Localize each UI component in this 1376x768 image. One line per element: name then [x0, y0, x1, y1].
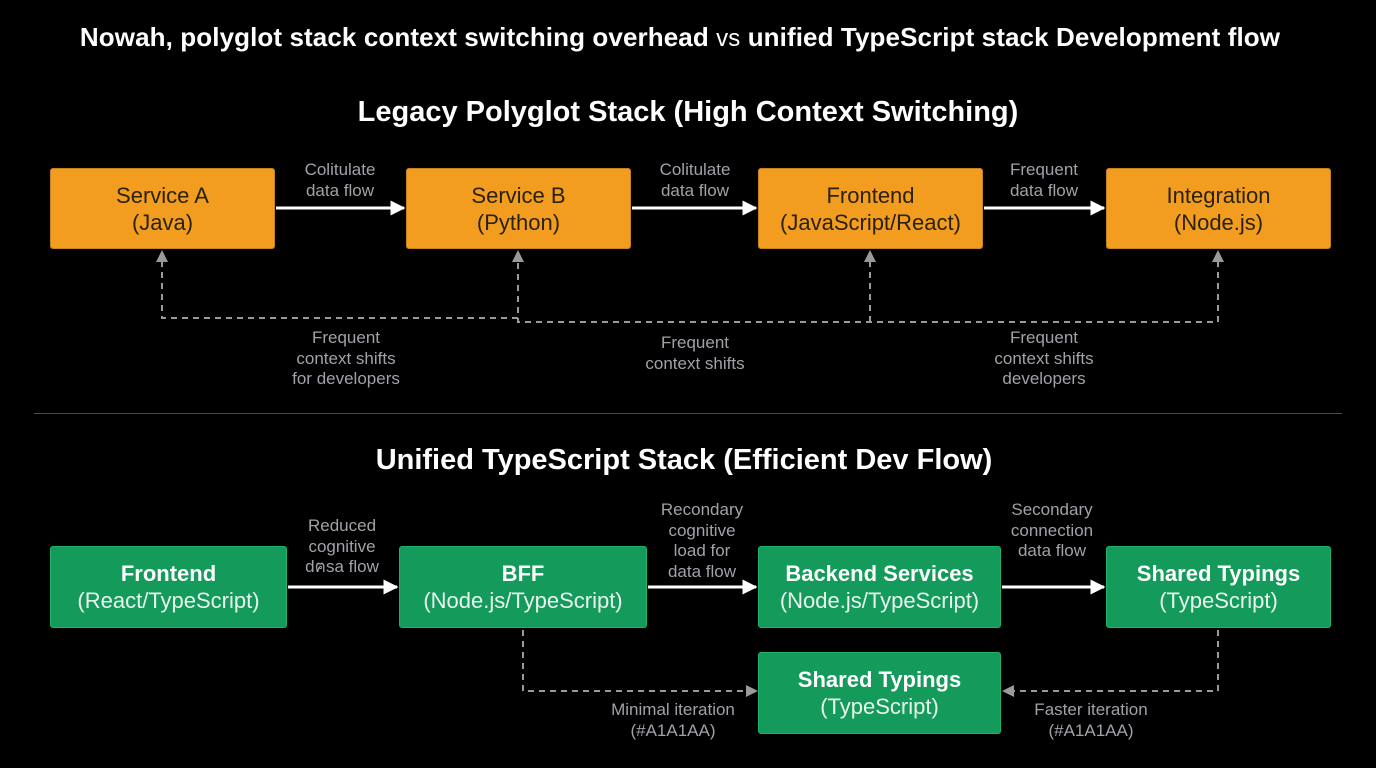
legacy-box-frontend: Frontend (JavaScript/React) — [758, 168, 983, 249]
legacy-box-integration: Integration (Node.js) — [1106, 168, 1331, 249]
unified-iteration-line-left — [522, 630, 750, 692]
legacy-section-heading: Legacy Polyglot Stack (High Context Swit… — [357, 96, 1019, 128]
legacy-shift-head-b — [512, 250, 524, 262]
unified-iteration-head-right — [1002, 685, 1014, 697]
legacy-shift-line-main — [517, 252, 1219, 323]
unified-box-shared-typings-bottom: Shared Typings (TypeScript) — [758, 652, 1001, 734]
legacy-box-service-b: Service B (Python) — [406, 168, 631, 249]
section-divider — [34, 413, 1342, 414]
unified-iteration-head-left — [746, 685, 758, 697]
legacy-shift-head-frontend — [864, 250, 876, 262]
diagram-title: Nowah, polyglot stack context switching … — [79, 22, 1281, 52]
legacy-shift-head-integration — [1212, 250, 1224, 262]
legacy-shift-head-a — [156, 250, 168, 262]
unified-box-shared-typings-right: Shared Typings (TypeScript) — [1106, 546, 1331, 628]
unified-iteration-label-left: Minimal iteration(#A1A1AA) — [611, 700, 735, 740]
unified-iteration-line-right — [1012, 630, 1219, 692]
unified-box-bff: BFF (Node.js/TypeScript) — [399, 546, 647, 628]
unified-iteration-label-right: Faster iteration(#A1A1AA) — [1034, 700, 1148, 740]
unified-box-backend-services: Backend Services (Node.js/TypeScript) — [758, 546, 1001, 628]
unified-section-heading: Unified TypeScript Stack (Efficient Dev … — [375, 444, 993, 476]
legacy-shift-line-left — [161, 252, 518, 319]
unified-box-frontend: Frontend (React/TypeScript) — [50, 546, 287, 628]
legacy-box-service-a: Service A (Java) — [50, 168, 275, 249]
